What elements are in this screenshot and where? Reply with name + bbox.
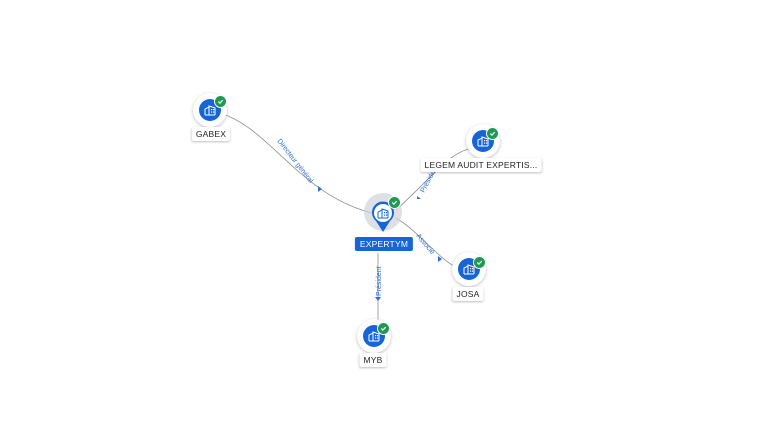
node-label: MYB <box>359 353 387 367</box>
building-icon <box>377 208 389 219</box>
building-icon <box>368 331 380 342</box>
edge-label-myb: Président <box>376 266 383 296</box>
edge-label-gabex: Directeur général <box>275 138 314 185</box>
node-label: JOSA <box>452 287 484 301</box>
node-label-main: EXPERTYM <box>354 237 414 251</box>
edge-label-josa: Associé <box>414 233 435 256</box>
edge-gabex-expertym: Directeur général <box>219 112 373 214</box>
building-icon <box>204 105 216 116</box>
verified-check-icon <box>388 196 401 209</box>
node-label: GABEX <box>191 127 231 141</box>
arrow-head-icon <box>438 256 442 262</box>
building-icon <box>463 264 475 275</box>
arrow-head-icon <box>375 297 381 301</box>
verified-check-icon <box>486 127 499 140</box>
arrow-head-icon <box>417 196 421 199</box>
node-label: LEGEM AUDIT EXPERTIS... <box>420 158 542 172</box>
building-icon <box>477 136 489 147</box>
verified-check-icon <box>214 95 227 108</box>
verified-check-icon <box>377 322 390 335</box>
edge-myb-expertym: Président <box>375 253 383 322</box>
verified-check-icon <box>473 256 486 269</box>
arrow-head-icon <box>318 186 322 192</box>
